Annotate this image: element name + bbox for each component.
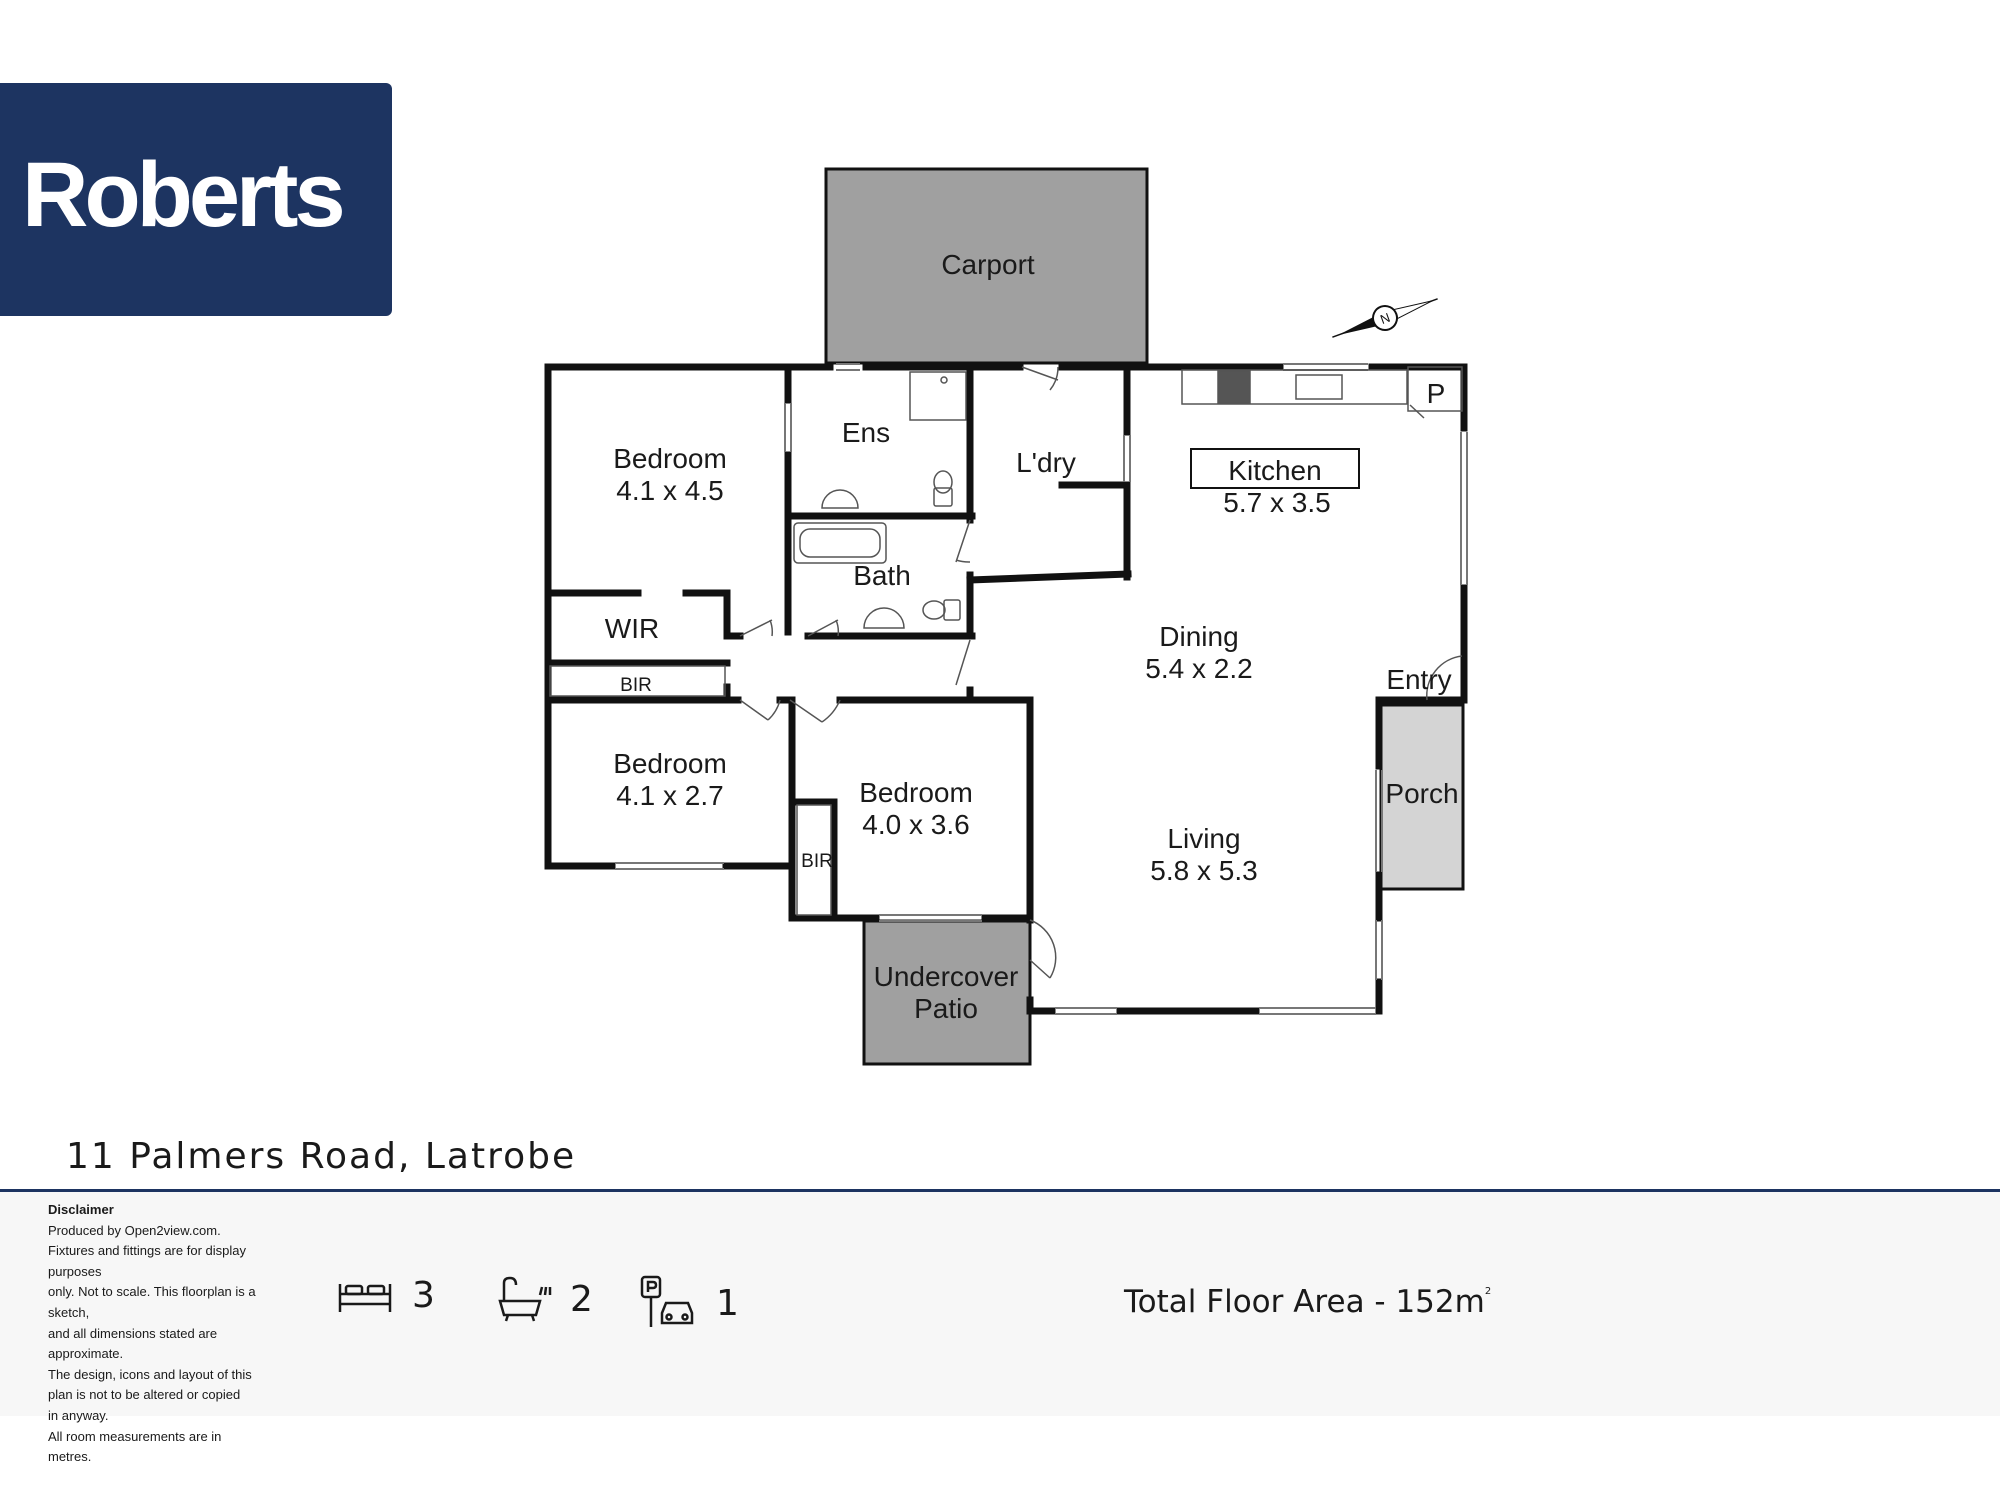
pantry-box (1407, 366, 1463, 412)
kitchen-size: 5.7 x 3.5 (1223, 487, 1330, 518)
kitchen-bench (1181, 369, 1408, 405)
living-name: Living (1167, 823, 1240, 854)
windows (615, 363, 1468, 1015)
bathrooms-count: 2 (570, 1278, 593, 1320)
parking-count: 1 (716, 1282, 739, 1324)
disclaimer-line: and all dimensions stated are approximat… (48, 1325, 218, 1362)
total-area-label: Total Floor Area - 152m (1124, 1284, 1485, 1320)
bir2-label: BIR (801, 851, 833, 872)
divider-rule (0, 1189, 2000, 1192)
bath-label: Bath (853, 560, 911, 591)
compass-icon: N (1332, 298, 1438, 338)
living-size: 5.8 x 5.3 (1150, 855, 1257, 886)
disclaimer-line: Produced by Open2view.com. (48, 1222, 221, 1238)
bedroom3-size: 4.0 x 3.6 (862, 809, 969, 840)
disclaimer-line: Fixtures and fittings are for display pu… (48, 1243, 246, 1279)
car-parking-icon (640, 1275, 694, 1327)
patio-area (862, 919, 1032, 1066)
patio-label-line1: Undercover (874, 961, 1019, 992)
patio-label-line2: Patio (914, 993, 978, 1024)
cooktop (1217, 370, 1251, 404)
porch-label: Porch (1385, 778, 1458, 809)
bedroom1-size: 4.1 x 4.5 (616, 475, 723, 506)
pantry-label: P (1427, 378, 1446, 409)
disclaimer-line: All room measurements are in (48, 1428, 222, 1444)
bed-icon (338, 1283, 392, 1312)
property-address: 11 Palmers Road, Latrobe (66, 1136, 577, 1177)
bath-vanity (863, 607, 905, 629)
roberts-logo: Roberts (0, 83, 392, 316)
bedrooms-feature: 3 (336, 1275, 435, 1316)
parking-feature: 1 (640, 1275, 739, 1331)
kitchen-sink (1295, 374, 1343, 400)
bath-icon (498, 1276, 552, 1322)
bedrooms-count: 3 (412, 1275, 435, 1316)
footer-band (0, 1192, 2000, 1416)
disclaimer-line: in anyway. (48, 1407, 109, 1423)
bedroom1-name: Bedroom (613, 443, 727, 474)
shower (909, 371, 967, 421)
disclaimer-line: The design, icons and layout of this (48, 1366, 252, 1382)
disclaimer-line: plan is not to be altered or copied (48, 1387, 241, 1403)
entry-label: Entry (1386, 664, 1451, 695)
ens-vanity (821, 489, 859, 509)
fixtures (549, 366, 1463, 916)
total-floor-area: Total Floor Area - 152m2 (1124, 1284, 1491, 1320)
bedroom2-name: Bedroom (613, 748, 727, 779)
dining-name: Dining (1159, 621, 1238, 652)
carport-label: Carport (941, 249, 1035, 280)
dining-size: 5.4 x 2.2 (1145, 653, 1252, 684)
disclaimer-title: Disclaimer (48, 1202, 114, 1217)
disclaimer-line: only. Not to scale. This floorplan is a … (48, 1284, 256, 1320)
logo-text: Roberts (22, 144, 346, 246)
bedroom3-name: Bedroom (859, 777, 973, 808)
disclaimer: Disclaimer Produced by Open2view.com. Fi… (48, 1200, 288, 1468)
ensuite-label: Ens (842, 417, 890, 448)
kitchen-name: Kitchen (1228, 455, 1321, 486)
bathtub (793, 522, 887, 564)
kitchen-island (1190, 448, 1360, 489)
doors (739, 366, 1463, 979)
wir-label: WIR (605, 613, 659, 644)
bedroom2-size: 4.1 x 2.7 (616, 780, 723, 811)
total-area-unit-sup: 2 (1484, 1286, 1492, 1297)
carport-area (824, 167, 1149, 365)
bathrooms-feature: 2 (496, 1275, 593, 1323)
disclaimer-line: metres. (48, 1449, 92, 1465)
laundry-label: L'dry (1016, 447, 1076, 478)
bir1-label: BIR (620, 675, 652, 696)
